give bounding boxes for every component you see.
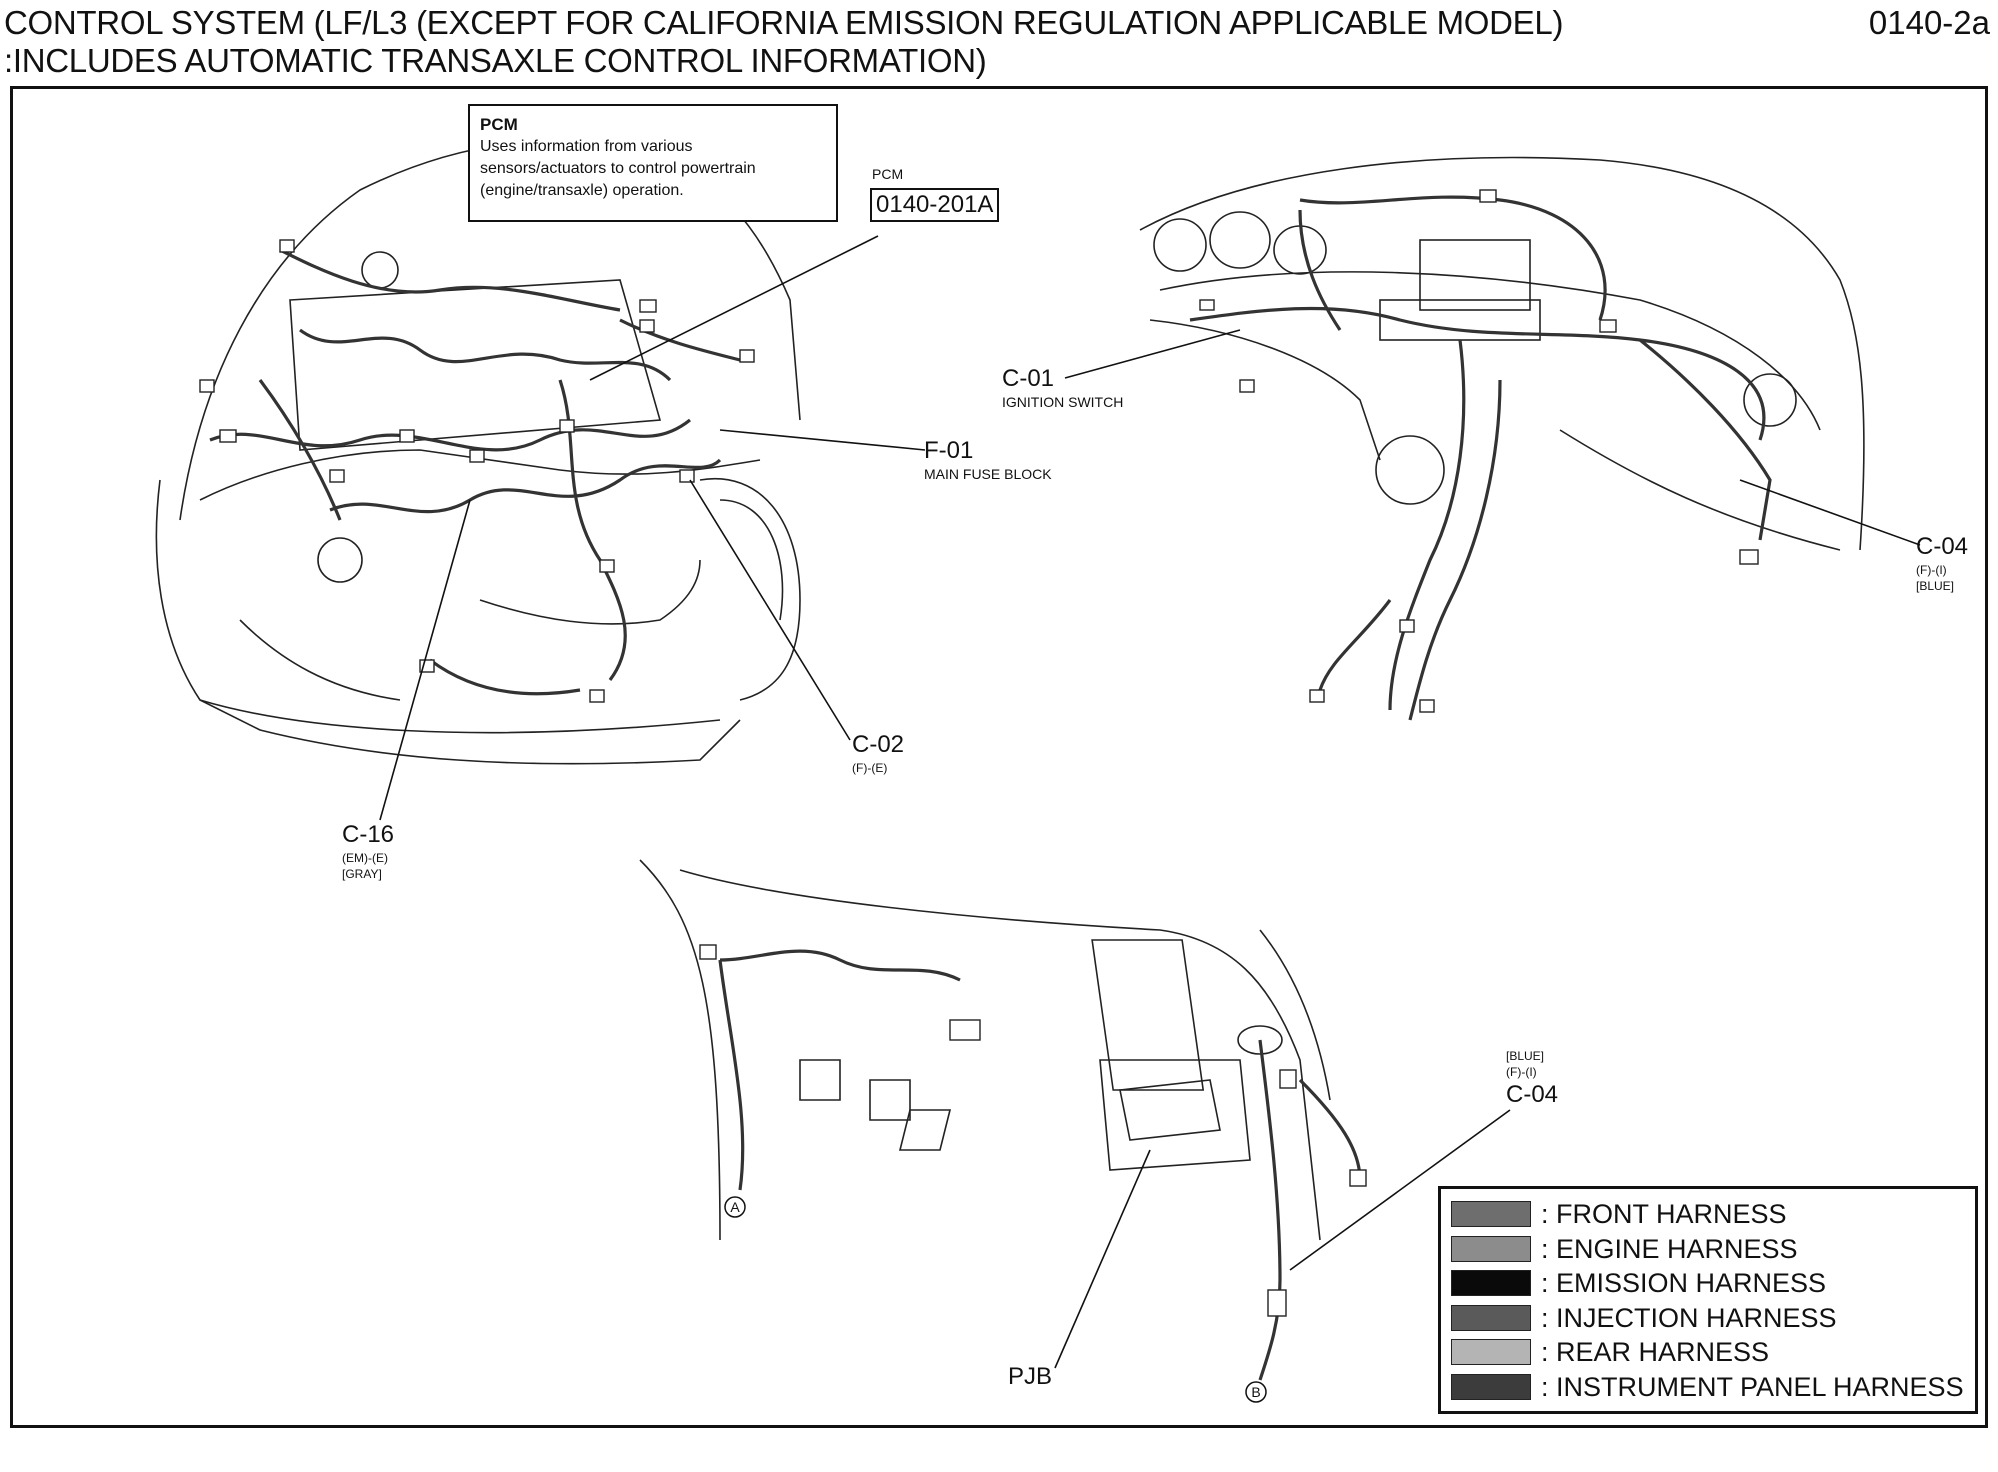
pcm-box-line-3: (engine/transaxle) operation.	[480, 182, 684, 199]
c04-bottom-leader	[1289, 1109, 1511, 1271]
footwell-harness	[718, 949, 1362, 1381]
legend-swatch	[1451, 1235, 1531, 1262]
page-title: CONTROL SYSTEM (LF/L3 (EXCEPT FOR CALIFO…	[4, 4, 1563, 80]
pcm-leader	[589, 235, 879, 381]
footwell-outline	[639, 859, 1331, 1241]
pcm-ref-label: PCM	[872, 166, 904, 182]
pcm-box-line-2: sensors/actuators to control powertrain	[480, 160, 756, 177]
footwell-connectors	[699, 944, 1367, 1317]
c16-sub2: [GRAY]	[342, 867, 382, 881]
marker-a-circle	[724, 1196, 746, 1218]
c01-id: C-01	[1002, 365, 1055, 392]
c04-top-leader	[1739, 479, 1921, 546]
dashboard-outline	[1139, 156, 1865, 551]
legend-swatch	[1451, 1270, 1531, 1297]
engine-bay-harness	[209, 248, 741, 696]
page-code: 0140-2a	[1868, 4, 1990, 41]
legend-item-engine-harness: : ENGINE HARNESS	[1451, 1232, 1965, 1267]
c04-top-sub1: (F)-(I)	[1916, 563, 1947, 577]
legend-label: : EMISSION HARNESS	[1541, 1268, 1827, 1299]
circle-markers	[724, 1196, 1267, 1403]
dashboard-harness	[1189, 195, 1772, 721]
harness-legend: : FRONT HARNESS : ENGINE HARNESS : EMISS…	[1438, 1186, 1978, 1414]
legend-item-instrument-panel-harness: : INSTRUMENT PANEL HARNESS	[1451, 1370, 1965, 1405]
leader-lines	[379, 235, 1921, 1369]
legend-item-rear-harness: : REAR HARNESS	[1451, 1335, 1965, 1370]
marker-b-letter: B	[1251, 1384, 1261, 1400]
legend-label: : INJECTION HARNESS	[1541, 1302, 1837, 1333]
f01-leader	[719, 429, 926, 451]
c04-top-sub2: [BLUE]	[1916, 579, 1955, 593]
c02-sub: (F)-(E)	[852, 761, 888, 775]
marker-b-circle	[1245, 1381, 1267, 1403]
legend-label: : REAR HARNESS	[1541, 1337, 1770, 1368]
c01-desc: IGNITION SWITCH	[1002, 394, 1124, 410]
pcm-ref-code: 0140-201A	[870, 188, 1000, 222]
legend-item-front-harness: : FRONT HARNESS	[1451, 1197, 1965, 1232]
pcm-description-box: PCM Uses information from various sensor…	[468, 104, 838, 222]
dashboard-connectors	[1199, 189, 1759, 713]
legend-swatch	[1451, 1373, 1531, 1400]
pcm-box-heading: PCM	[480, 115, 518, 134]
title-line-1: CONTROL SYSTEM (LF/L3 (EXCEPT FOR CALIFO…	[4, 4, 1564, 41]
diagram-frame	[10, 86, 1988, 1428]
c04-top-id: C-04	[1916, 533, 1969, 560]
pjb-leader	[1054, 1149, 1151, 1369]
legend-label: : INSTRUMENT PANEL HARNESS	[1541, 1371, 1964, 1402]
f01-id: F-01	[924, 437, 974, 464]
c01-leader	[1064, 329, 1241, 379]
legend-label: : FRONT HARNESS	[1541, 1199, 1787, 1230]
c02-id: C-02	[852, 731, 905, 758]
legend-swatch	[1451, 1304, 1531, 1331]
c16-sub1: (EM)-(E)	[342, 851, 388, 865]
c04-bottom-id: C-04	[1506, 1081, 1559, 1108]
legend-item-injection-harness: : INJECTION HARNESS	[1451, 1301, 1965, 1336]
pjb-label: PJB	[1008, 1363, 1053, 1390]
pcm-box-line-1: Uses information from various	[480, 138, 693, 155]
legend-item-emission-harness: : EMISSION HARNESS	[1451, 1266, 1965, 1301]
legend-swatch	[1451, 1201, 1531, 1228]
f01-desc: MAIN FUSE BLOCK	[924, 466, 1052, 482]
c02-leader	[689, 479, 851, 741]
legend-swatch	[1451, 1339, 1531, 1366]
marker-a-letter: A	[730, 1199, 740, 1215]
engine-bay-connectors	[199, 239, 755, 703]
c16-leader	[379, 499, 471, 821]
c16-id: C-16	[342, 821, 395, 848]
c04-bottom-sub2: [BLUE]	[1506, 1049, 1545, 1063]
c04-bottom-sub1: (F)-(I)	[1506, 1065, 1537, 1079]
title-line-2: :INCLUDES AUTOMATIC TRANSAXLE CONTROL IN…	[4, 42, 987, 79]
legend-label: : ENGINE HARNESS	[1541, 1233, 1798, 1264]
